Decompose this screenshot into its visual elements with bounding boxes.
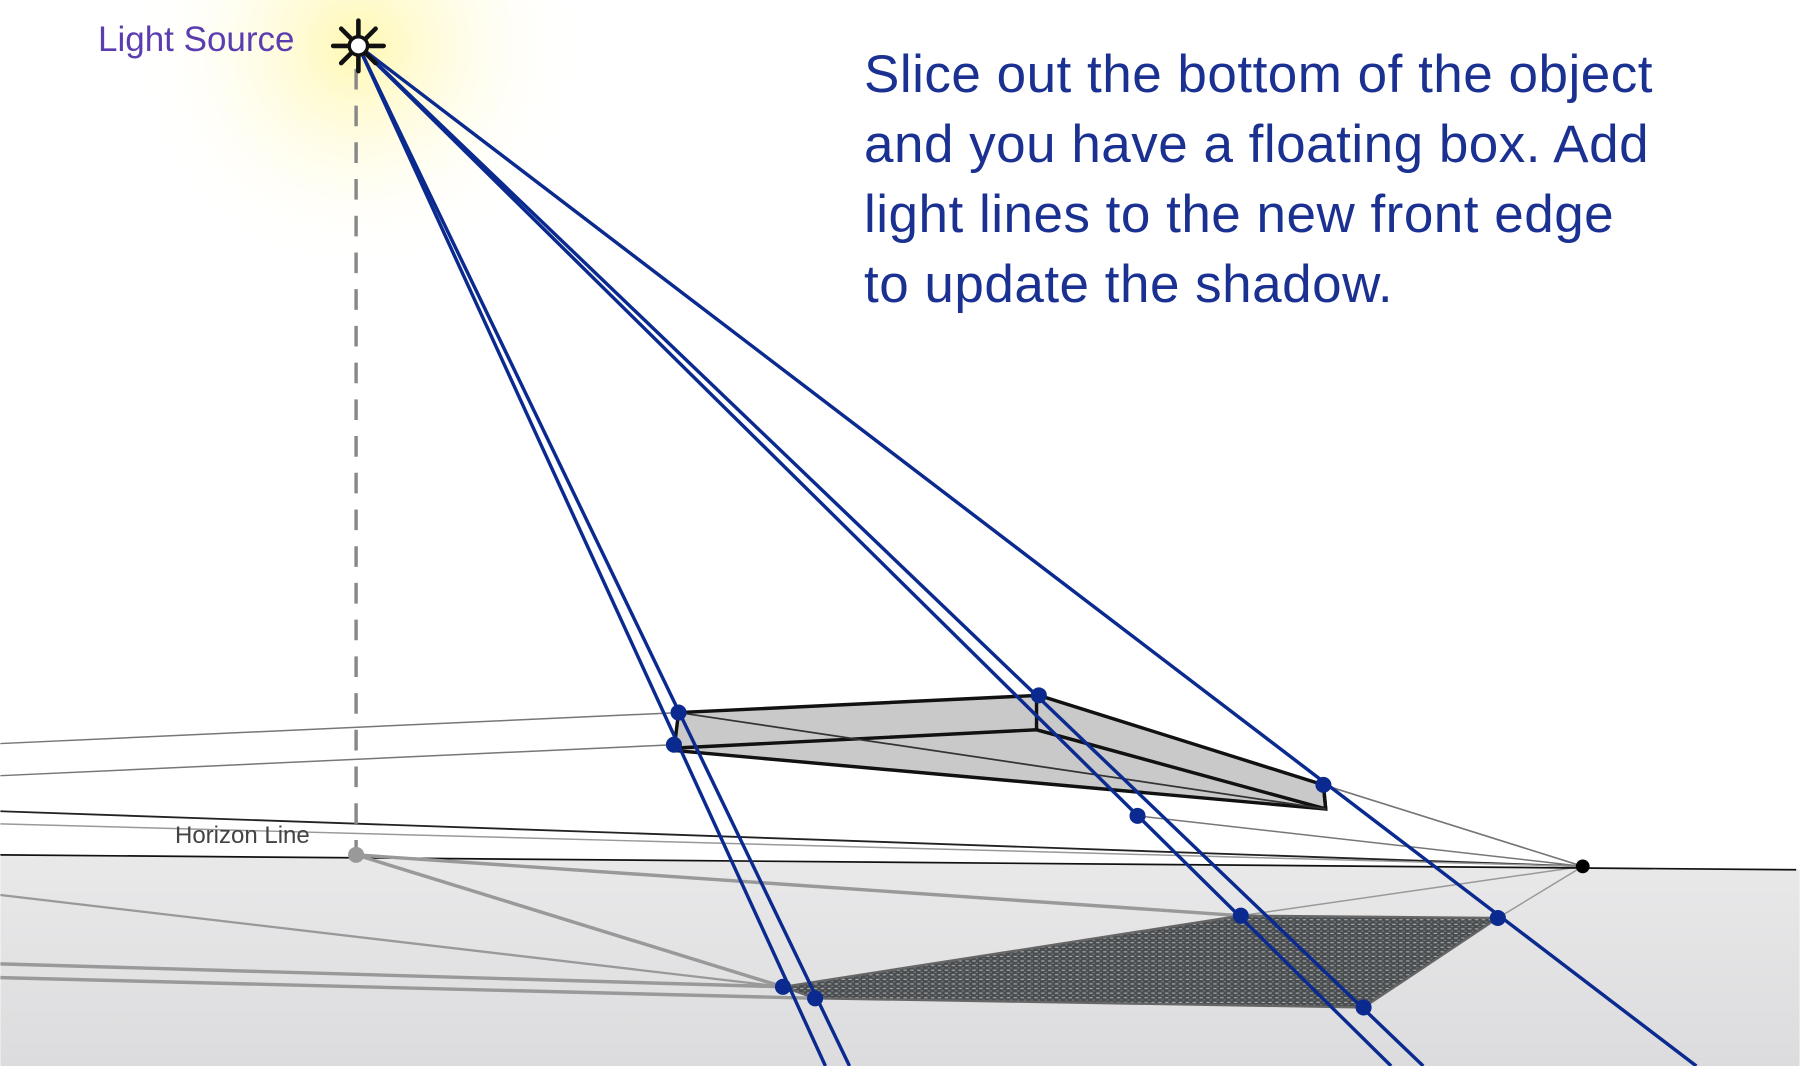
ground-guides	[0, 853, 1241, 1001]
perspective-lines	[0, 694, 1584, 919]
caption-line: to update the shadow.	[864, 255, 1394, 314]
light-glow	[128, 0, 588, 276]
horizon-line	[0, 854, 1797, 871]
ray-intersection-points	[665, 687, 1506, 1016]
caption-line: light lines to the new front edge	[864, 185, 1615, 244]
horizon-line-label: Horizon Line	[175, 822, 310, 849]
caption-line: and you have a floating box. Add	[864, 115, 1650, 174]
instruction-caption: Slice out the bottom of the object and y…	[864, 40, 1764, 320]
caption-line: Slice out the bottom of the object	[864, 45, 1653, 104]
ground-plane	[0, 854, 1800, 1066]
vanishing-point	[1575, 859, 1590, 874]
light-source-label: Light Source	[98, 20, 295, 59]
sun-icon	[330, 18, 386, 74]
light-rays	[356, 44, 1698, 1066]
light-base-point	[348, 846, 365, 863]
